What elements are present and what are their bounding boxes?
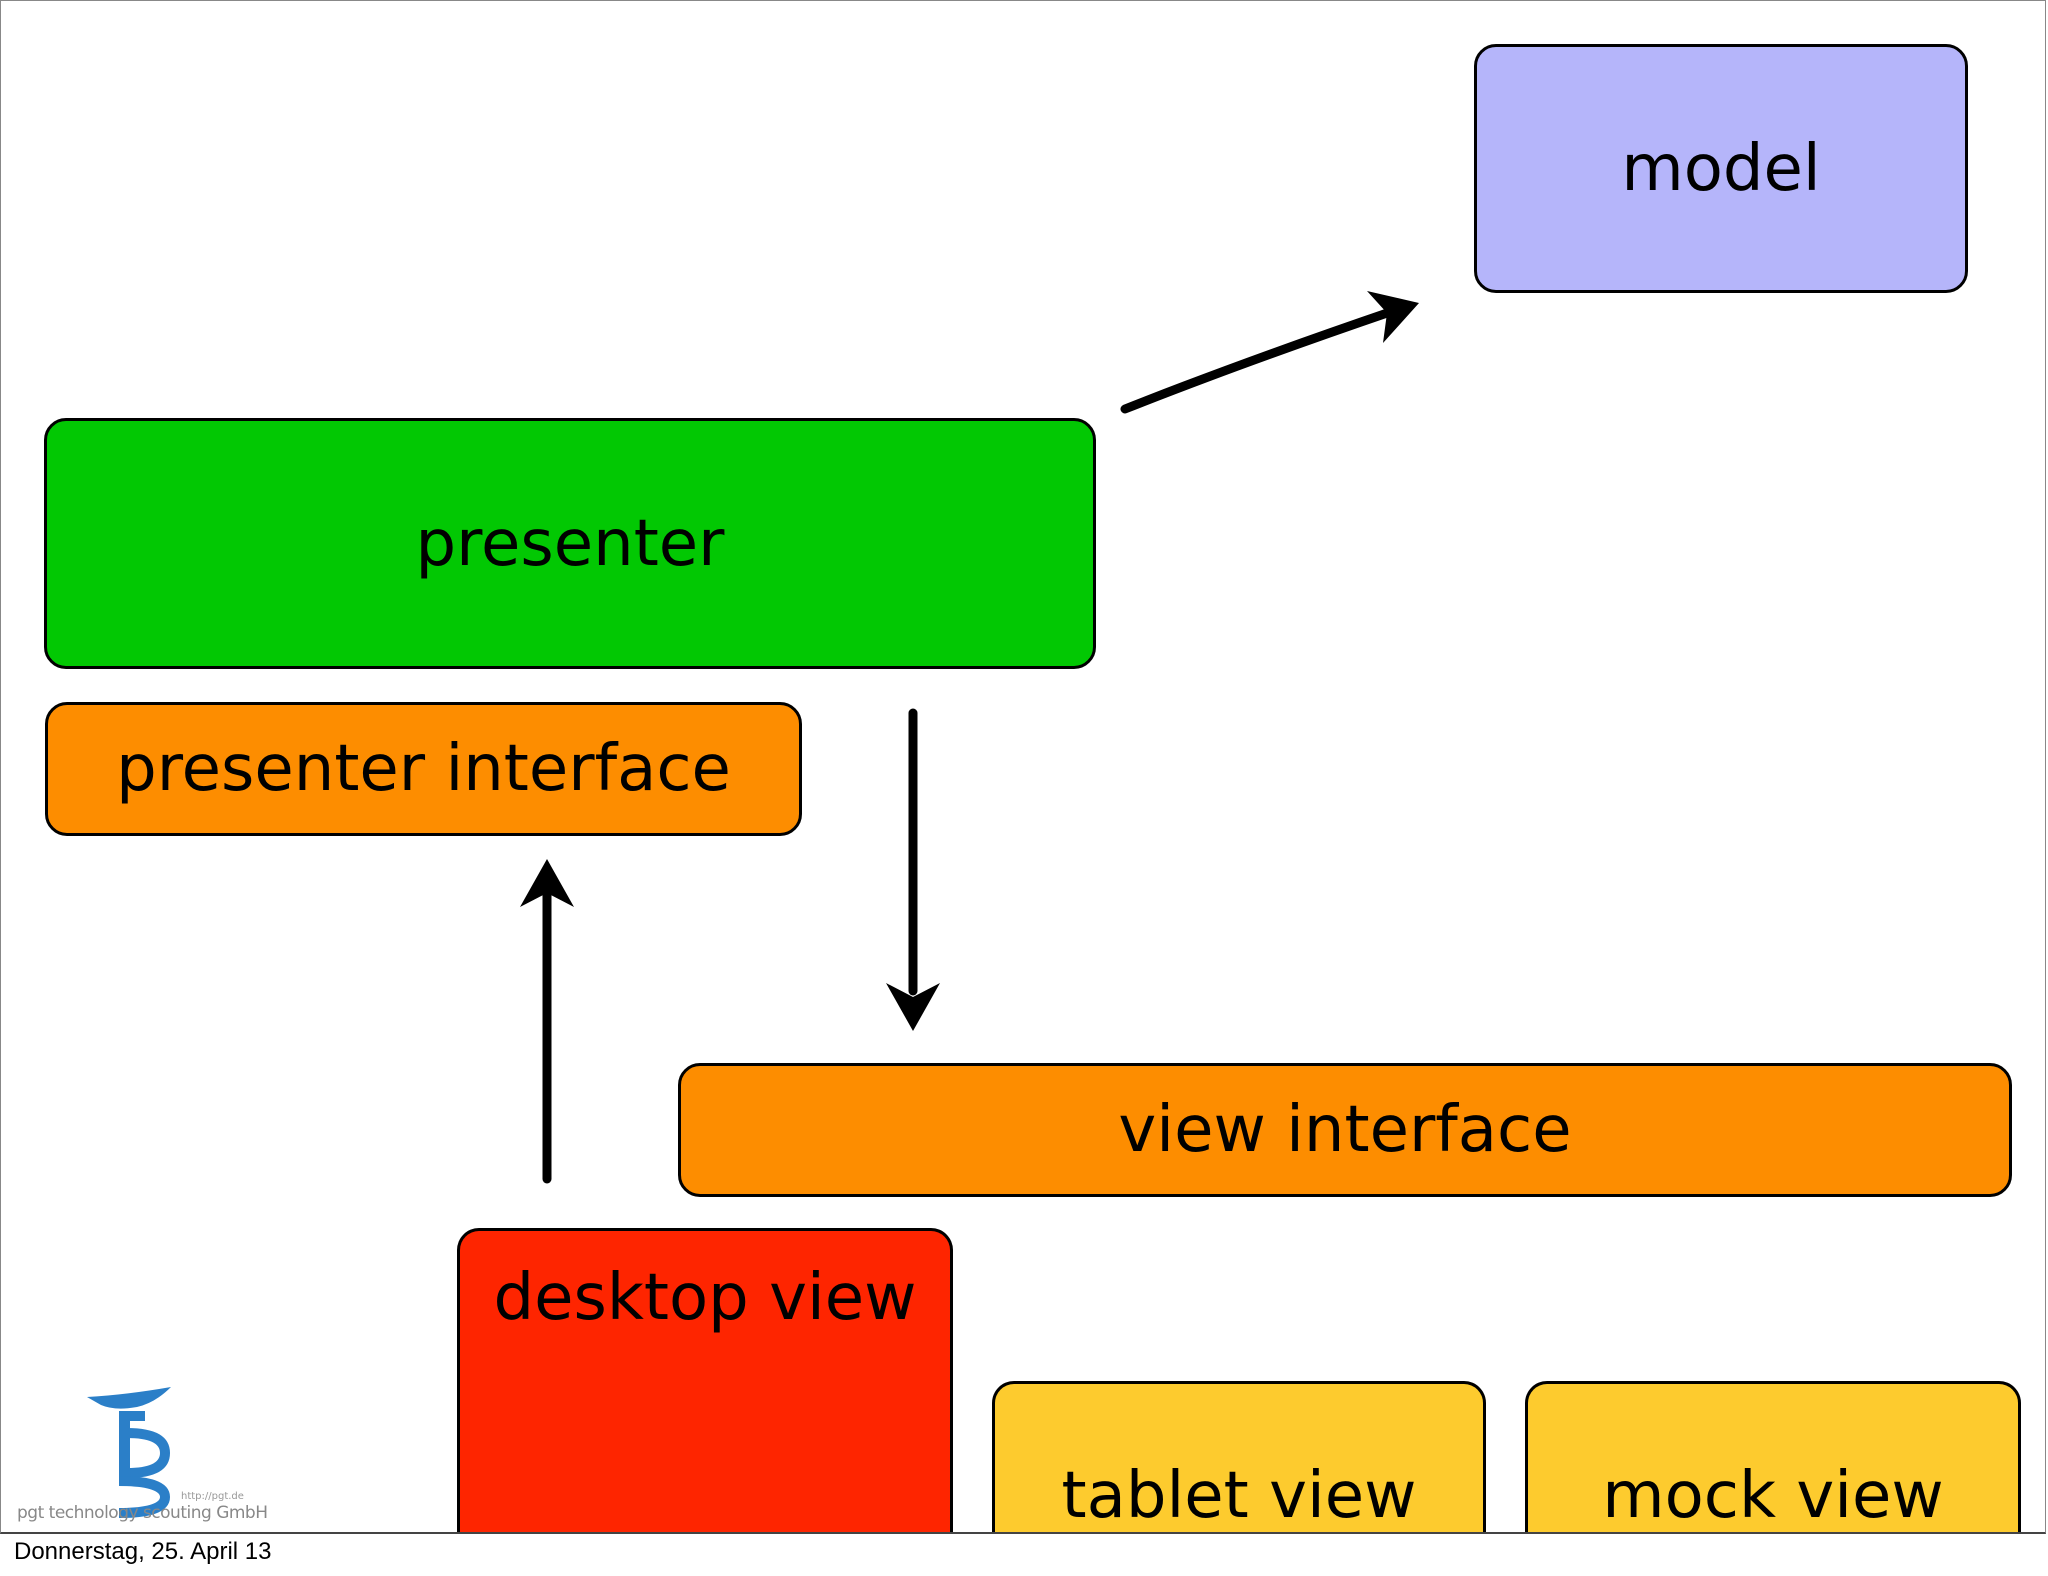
arrow-presenter-to-view-interface [886,708,940,1031]
slide: model presenter presenter interface view… [0,0,2046,1534]
view-interface-label: view interface [1118,1093,1572,1167]
pgt-logo [87,1387,171,1518]
logo-text: pgt technology scouting GmbH [17,1503,268,1523]
mock-view-label: mock view [1602,1459,1944,1533]
arrow-presenter-to-model [1120,291,1419,414]
tablet-view-box: tablet view [992,1381,1486,1533]
logo-url: http://pgt.de [181,1491,244,1502]
desktop-view-box: desktop view [457,1228,953,1532]
tablet-view-label: tablet view [1061,1459,1417,1533]
footer-date: Donnerstag, 25. April 13 [14,1538,272,1565]
presenter-box: presenter [44,418,1096,669]
presenter-interface-label: presenter interface [116,732,731,806]
presenter-interface-box: presenter interface [45,702,802,836]
model-label: model [1621,131,1821,206]
presenter-label: presenter [415,506,725,581]
mock-view-box: mock view [1525,1381,2021,1533]
model-box: model [1474,44,1968,293]
arrow-desktop-to-presenter-interface [520,859,574,1184]
desktop-view-label: desktop view [493,1261,917,1335]
view-interface-box: view interface [678,1063,2012,1197]
